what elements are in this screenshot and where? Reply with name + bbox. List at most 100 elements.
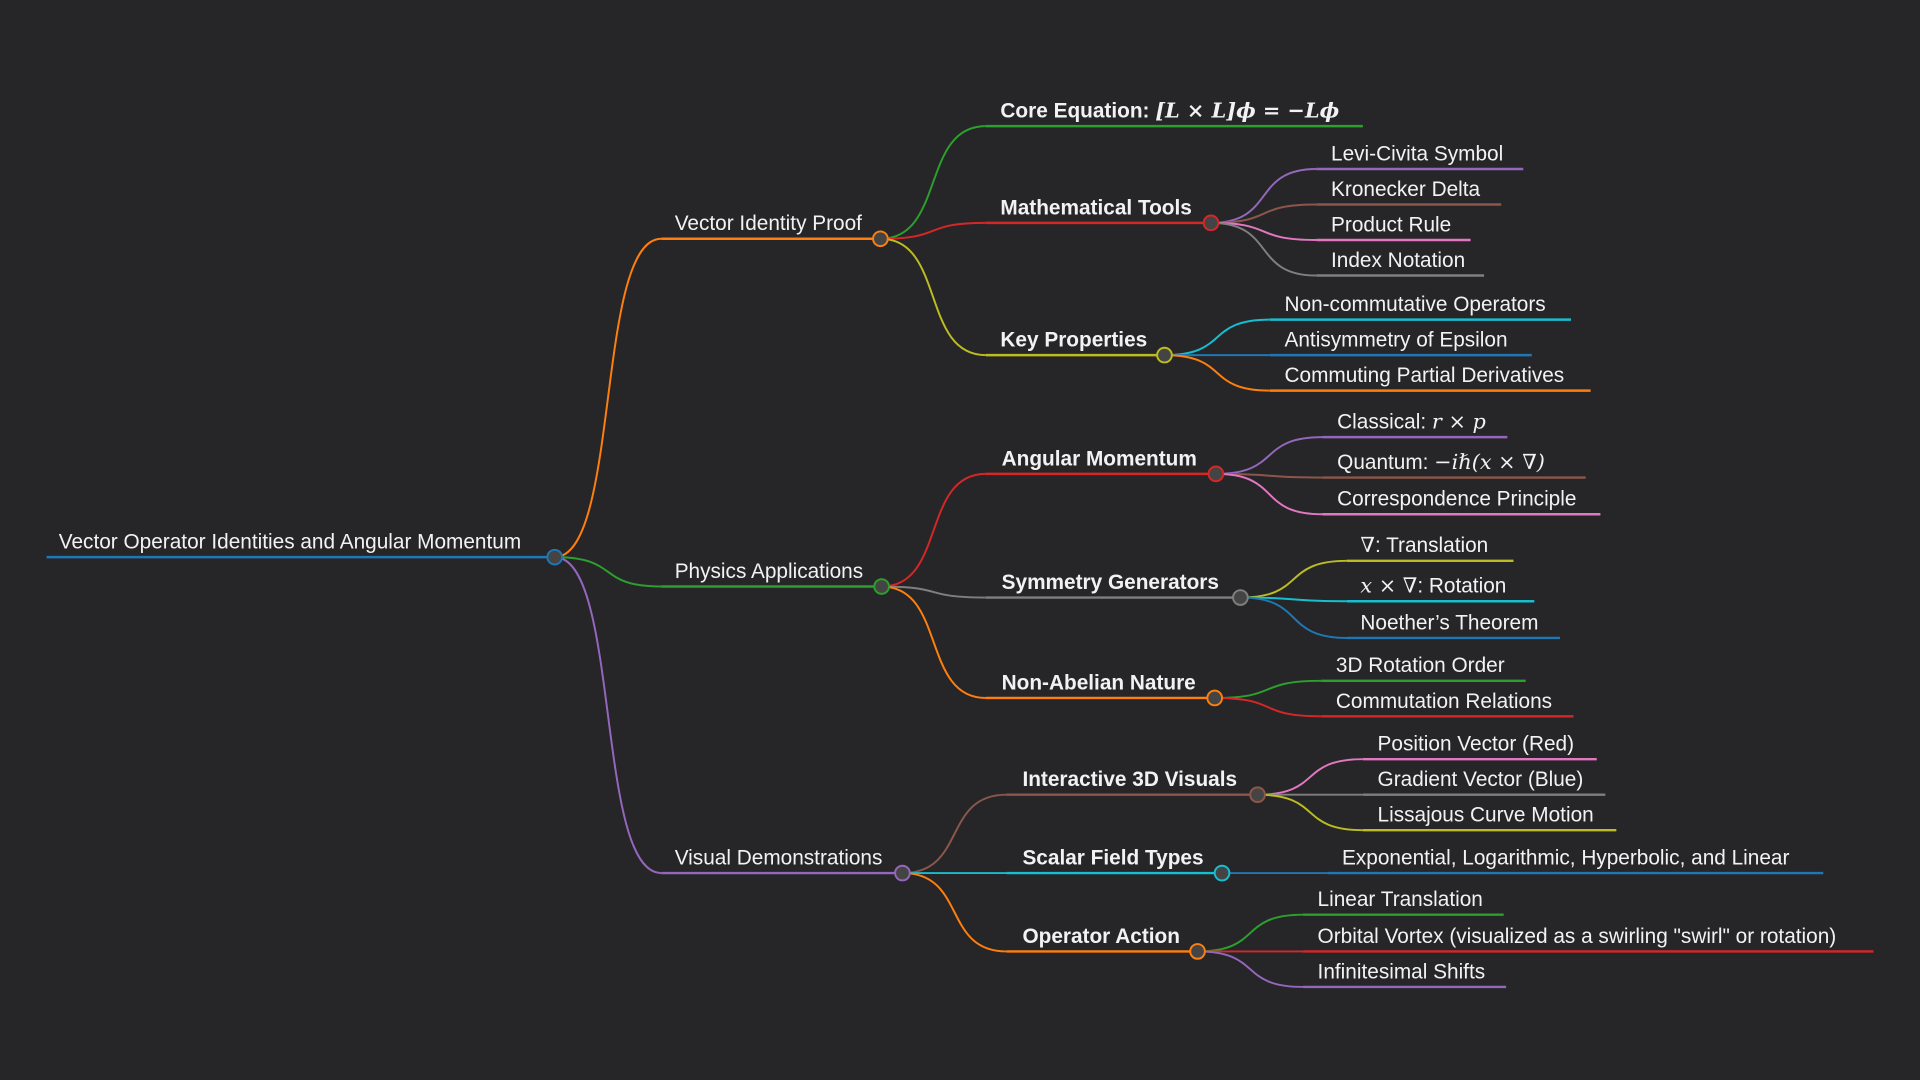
node-quantum[interactable]: Quantum: −iℏ(x × ∇) [1322, 450, 1586, 479]
node-label: Angular Momentum [1002, 447, 1197, 470]
label-text: Noether’s Theorem [1360, 611, 1538, 634]
collapse-toggle-icon[interactable] [1206, 689, 1224, 707]
node-label: Gradient Vector (Blue) [1378, 768, 1584, 791]
collapse-toggle-icon[interactable] [1213, 864, 1231, 882]
node-angular-momentum[interactable]: Angular Momentum [985, 447, 1225, 483]
label-text: Vector Operator Identities and Angular M… [59, 531, 521, 554]
edge-key-properties [880, 237, 986, 357]
label-text: Physics Applications [675, 560, 863, 583]
collapse-toggle-icon[interactable] [1202, 214, 1220, 232]
collapse-toggle-icon[interactable] [546, 548, 564, 566]
node-symmetry-generators[interactable]: Symmetry Generators [985, 571, 1249, 606]
edge-linear-translation [1197, 913, 1303, 953]
node-exponential-logarithmic-hyperbolic-and-l[interactable]: Exponential, Logarithmic, Hyperbolic, an… [1327, 846, 1824, 875]
node-lissajous-curve-motion[interactable]: Lissajous Curve Motion [1362, 804, 1617, 832]
math-text: [L × L]ϕ = −Lϕ [1155, 98, 1339, 123]
collapse-toggle-icon[interactable] [1189, 943, 1206, 960]
nodes: Vector Operator Identities and Angular M… [46, 98, 1874, 989]
edge-mathematical-tools [880, 221, 986, 240]
collapse-toggle-icon[interactable] [1249, 786, 1266, 804]
node-label: Key Properties [1000, 329, 1147, 352]
node-label: Linear Translation [1318, 888, 1483, 911]
node-commuting-partial-derivatives[interactable]: Commuting Partial Derivatives [1269, 364, 1591, 392]
edge-non-commutative-operators [1164, 318, 1270, 357]
node-label: Core Equation: [L × L]ϕ = −Lϕ [1000, 98, 1339, 123]
label-text: Exponential, Logarithmic, Hyperbolic, an… [1342, 846, 1789, 869]
collapse-toggle-icon[interactable] [872, 230, 889, 248]
edge-visual-demonstrations [554, 556, 662, 875]
node-visual-demonstrations[interactable]: Visual Demonstrations [661, 846, 911, 882]
collapse-toggle-icon[interactable] [1232, 589, 1249, 606]
node-operator-action[interactable]: Operator Action [1006, 925, 1206, 960]
label-text: Angular Momentum [1002, 447, 1197, 470]
node-non-commutative-operators[interactable]: Non-commutative Operators [1269, 293, 1572, 321]
node-commutation-relations[interactable]: Commutation Relations [1321, 690, 1574, 718]
node-label: Kronecker Delta [1331, 178, 1481, 201]
label-text: Core Equation: [1000, 100, 1155, 123]
node-label: Operator Action [1022, 925, 1180, 948]
node-product-rule[interactable]: Product Rule [1316, 213, 1471, 242]
edge-physics-applications [554, 556, 662, 588]
node-translation[interactable]: ∇: Translation [1346, 533, 1514, 563]
node-label: Non-commutative Operators [1284, 293, 1545, 316]
node-label: Noether’s Theorem [1360, 611, 1538, 634]
node-mathematical-tools[interactable]: Mathematical Tools [985, 196, 1220, 232]
edge-x-rotation [1240, 596, 1347, 603]
node-label: Correspondence Principle [1337, 488, 1576, 511]
label-text: Symmetry Generators [1002, 571, 1219, 594]
label-text: Non-commutative Operators [1284, 293, 1545, 316]
node-infinitesimal-shifts[interactable]: Infinitesimal Shifts [1302, 960, 1507, 989]
label-text: Index Notation [1331, 249, 1465, 272]
edge-core-equation [880, 125, 986, 240]
node-scalar-field-types[interactable]: Scalar Field Types [1006, 846, 1231, 882]
edge-correspondence-principle [1215, 472, 1323, 516]
node-physics-applications[interactable]: Physics Applications [661, 560, 890, 595]
node-antisymmetry-of-epsilon[interactable]: Antisymmetry of Epsilon [1269, 329, 1532, 357]
node-gradient-vector-blue[interactable]: Gradient Vector (Blue) [1362, 768, 1606, 796]
node-noether-s-theorem[interactable]: Noether’s Theorem [1346, 611, 1560, 640]
node-orbital-vortex-visualized-as-a-swirling-[interactable]: Orbital Vortex (visualized as a swirling… [1302, 925, 1874, 953]
node-label: Vector Identity Proof [675, 212, 862, 235]
node-vector-operator-identities-and-angular-m[interactable]: Vector Operator Identities and Angular M… [46, 531, 564, 566]
label-text: Key Properties [1000, 329, 1147, 352]
node-x-rotation[interactable]: x × ∇: Rotation [1346, 574, 1535, 603]
math-text: −iℏ(x × ∇) [1434, 450, 1545, 474]
node-key-properties[interactable]: Key Properties [985, 329, 1173, 364]
edge-kronecker-delta [1211, 203, 1317, 224]
label-text: Scalar Field Types [1022, 846, 1203, 869]
edge-noether-s-theorem [1240, 596, 1347, 639]
label-text: : Rotation [1417, 575, 1506, 598]
label-text: Non-Abelian Nature [1002, 671, 1196, 694]
label-text: Linear Translation [1318, 888, 1483, 911]
node-3d-rotation-order[interactable]: 3D Rotation Order [1321, 654, 1526, 683]
node-correspondence-principle[interactable]: Correspondence Principle [1322, 488, 1601, 516]
node-vector-identity-proof[interactable]: Vector Identity Proof [661, 212, 889, 248]
node-label: Antisymmetry of Epsilon [1284, 329, 1507, 352]
collapse-toggle-icon[interactable] [1156, 346, 1173, 364]
edge-translation [1240, 559, 1347, 599]
edge-index-notation [1211, 221, 1317, 277]
edge-levi-civita-symbol [1211, 168, 1317, 224]
node-label: Product Rule [1331, 213, 1451, 236]
label-text: Commuting Partial Derivatives [1284, 364, 1564, 387]
collapse-toggle-icon[interactable] [873, 578, 890, 595]
node-levi-civita-symbol[interactable]: Levi-Civita Symbol [1316, 142, 1524, 171]
label-text: Interactive 3D Visuals [1022, 768, 1237, 791]
edge-symmetry-generators [881, 585, 986, 599]
node-kronecker-delta[interactable]: Kronecker Delta [1316, 178, 1502, 206]
node-position-vector-red[interactable]: Position Vector (Red) [1362, 733, 1597, 761]
node-core-equation[interactable]: Core Equation: [L × L]ϕ = −Lϕ [985, 98, 1363, 128]
label-text: Classical: [1337, 411, 1432, 434]
edge-operator-action [902, 872, 1007, 953]
collapse-toggle-icon[interactable] [894, 864, 911, 882]
node-index-notation[interactable]: Index Notation [1316, 249, 1485, 277]
math-text: r × p [1432, 410, 1486, 434]
node-linear-translation[interactable]: Linear Translation [1302, 888, 1504, 916]
edge-angular-momentum [881, 472, 986, 588]
node-non-abelian-nature[interactable]: Non-Abelian Nature [985, 671, 1224, 707]
node-interactive-3d-visuals[interactable]: Interactive 3D Visuals [1006, 768, 1266, 804]
edge-commutation-relations [1214, 696, 1322, 718]
collapse-toggle-icon[interactable] [1207, 465, 1225, 483]
node-classical[interactable]: Classical: r × p [1322, 410, 1508, 439]
label-text: Orbital Vortex (visualized as a swirling… [1318, 925, 1837, 948]
